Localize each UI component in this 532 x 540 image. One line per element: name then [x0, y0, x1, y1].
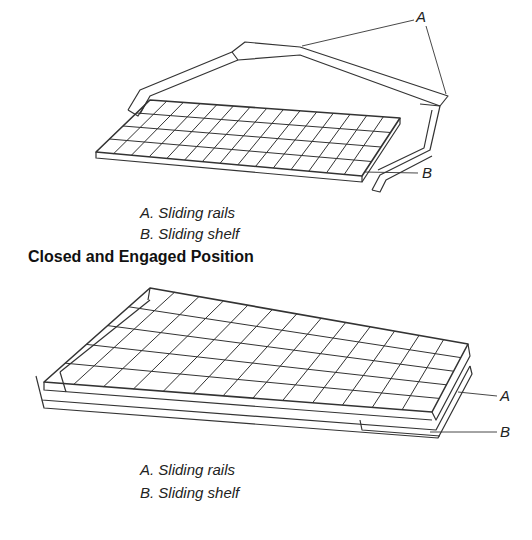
shelf-wire — [110, 139, 372, 162]
leader-line — [302, 20, 446, 173]
part-caption: B. Sliding shelf — [140, 484, 239, 502]
sliding-shelf-open — [96, 100, 400, 182]
shelf-wire — [402, 340, 443, 410]
sliding-rails-closed — [36, 300, 472, 438]
callout-letter: B — [422, 164, 432, 182]
section-heading: Closed and Engaged Position — [28, 248, 254, 266]
sliding-shelf-closed — [44, 288, 470, 420]
shelf-wire — [372, 335, 419, 407]
leader-line — [430, 392, 497, 432]
callout-letter: A — [416, 8, 426, 26]
part-caption: B. Sliding shelf — [140, 225, 239, 243]
part-caption: A. Sliding rails — [140, 204, 235, 222]
shelf-wire — [342, 331, 394, 405]
callout-letter: B — [500, 423, 510, 441]
part-caption: A. Sliding rails — [140, 461, 235, 479]
shelf-wire — [74, 292, 175, 384]
shelf-wire — [65, 363, 439, 398]
shelf-wire — [193, 310, 272, 394]
callout-letter: A — [500, 387, 510, 405]
shelf-wire — [108, 326, 454, 372]
shelf-wire — [86, 344, 446, 384]
shelf-wire — [137, 113, 391, 133]
